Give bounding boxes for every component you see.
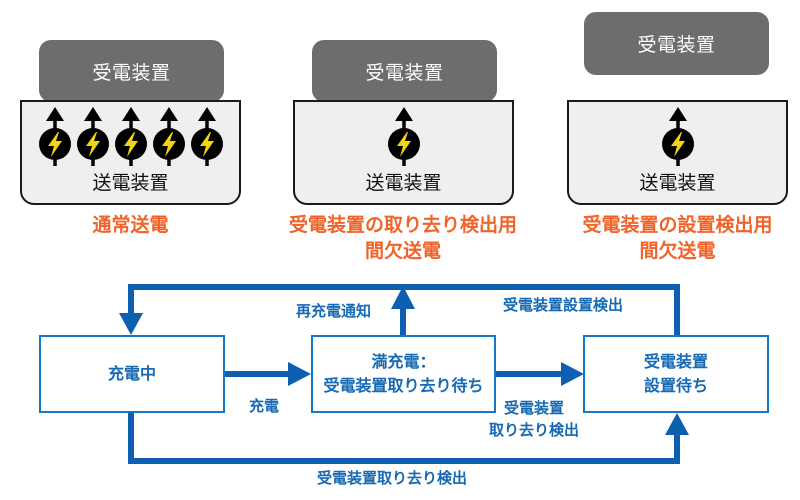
power-coil-icon <box>661 107 694 166</box>
connector-placement-detect <box>128 284 680 335</box>
transmitter-label: 送電装置 <box>639 172 716 194</box>
power-coil-icon <box>190 107 223 166</box>
receiver-label: 受電装置 <box>637 34 716 56</box>
label-charge: 充電 <box>249 397 280 415</box>
mode-label-line: 通常送電 <box>92 214 169 236</box>
transmitter-label: 送電装置 <box>365 172 442 194</box>
receiver-label: 受電装置 <box>92 61 171 84</box>
mode-label-placement-detect: 受電装置の設置検出用 間欠送電 <box>545 212 800 264</box>
mode-label-normal: 通常送電 <box>20 212 241 238</box>
state-label: 受電装置取り去り待ち <box>323 376 484 395</box>
transmitter-device-2: 送電装置 <box>293 100 514 205</box>
receiver-device-2: 受電装置 <box>312 40 497 102</box>
mode-label-removal-detect: 受電装置の取り去り検出用 間欠送電 <box>268 212 538 264</box>
mode-label-line: 受電装置の取り去り検出用 <box>288 214 517 236</box>
state-charging: 充電中 <box>39 335 225 413</box>
arrowhead-right-removal <box>561 362 584 386</box>
label-removal-detect: 受電装置 取り去り検出 <box>489 397 579 441</box>
connector-removal-detect-bottom <box>128 413 680 464</box>
receiver-device-1: 受電装置 <box>39 40 224 102</box>
mode-label-line: 間欠送電 <box>639 240 716 262</box>
coil-row <box>22 106 239 168</box>
label-placement-detect: 受電装置設置検出 <box>503 296 624 314</box>
arrowhead-down-charging <box>119 313 143 335</box>
state-label: 充電中 <box>107 364 156 383</box>
transmitter-label: 送電装置 <box>92 172 169 194</box>
state-full-charge: 満充電： 受電装置取り去り待ち <box>311 335 496 413</box>
power-coil-icon <box>114 107 147 166</box>
transmitter-device-1: 送電装置 <box>20 100 241 205</box>
arrowhead-up-recharge <box>391 286 415 309</box>
arrowhead-up-waiting <box>665 413 689 435</box>
power-coil-icon <box>76 107 109 166</box>
receiver-label: 受電装置 <box>365 61 444 84</box>
receiver-device-3: 受電装置 <box>584 12 769 75</box>
state-label: 満充電： <box>371 352 436 371</box>
power-coil-icon <box>38 107 71 166</box>
state-label: 受電装置 <box>643 352 708 371</box>
coil-row <box>569 106 786 168</box>
power-coil-icon <box>387 107 420 166</box>
arrowhead-right-charge <box>288 362 311 386</box>
state-waiting-placement: 受電装置 設置待ち <box>583 335 769 413</box>
label-recharge-notice: 再充電通知 <box>296 302 372 320</box>
label-removal-detect-bottom: 受電装置取り去り検出 <box>317 469 468 487</box>
transmitter-device-3: 送電装置 <box>567 100 788 205</box>
state-label: 設置待ち <box>643 376 708 395</box>
coil-row <box>295 106 512 168</box>
label-line: 受電装置 <box>504 399 565 417</box>
power-coil-icon <box>152 107 185 166</box>
mode-label-line: 受電装置の設置検出用 <box>582 214 773 236</box>
label-line: 取り去り検出 <box>489 421 580 439</box>
mode-label-line: 間欠送電 <box>364 240 441 262</box>
